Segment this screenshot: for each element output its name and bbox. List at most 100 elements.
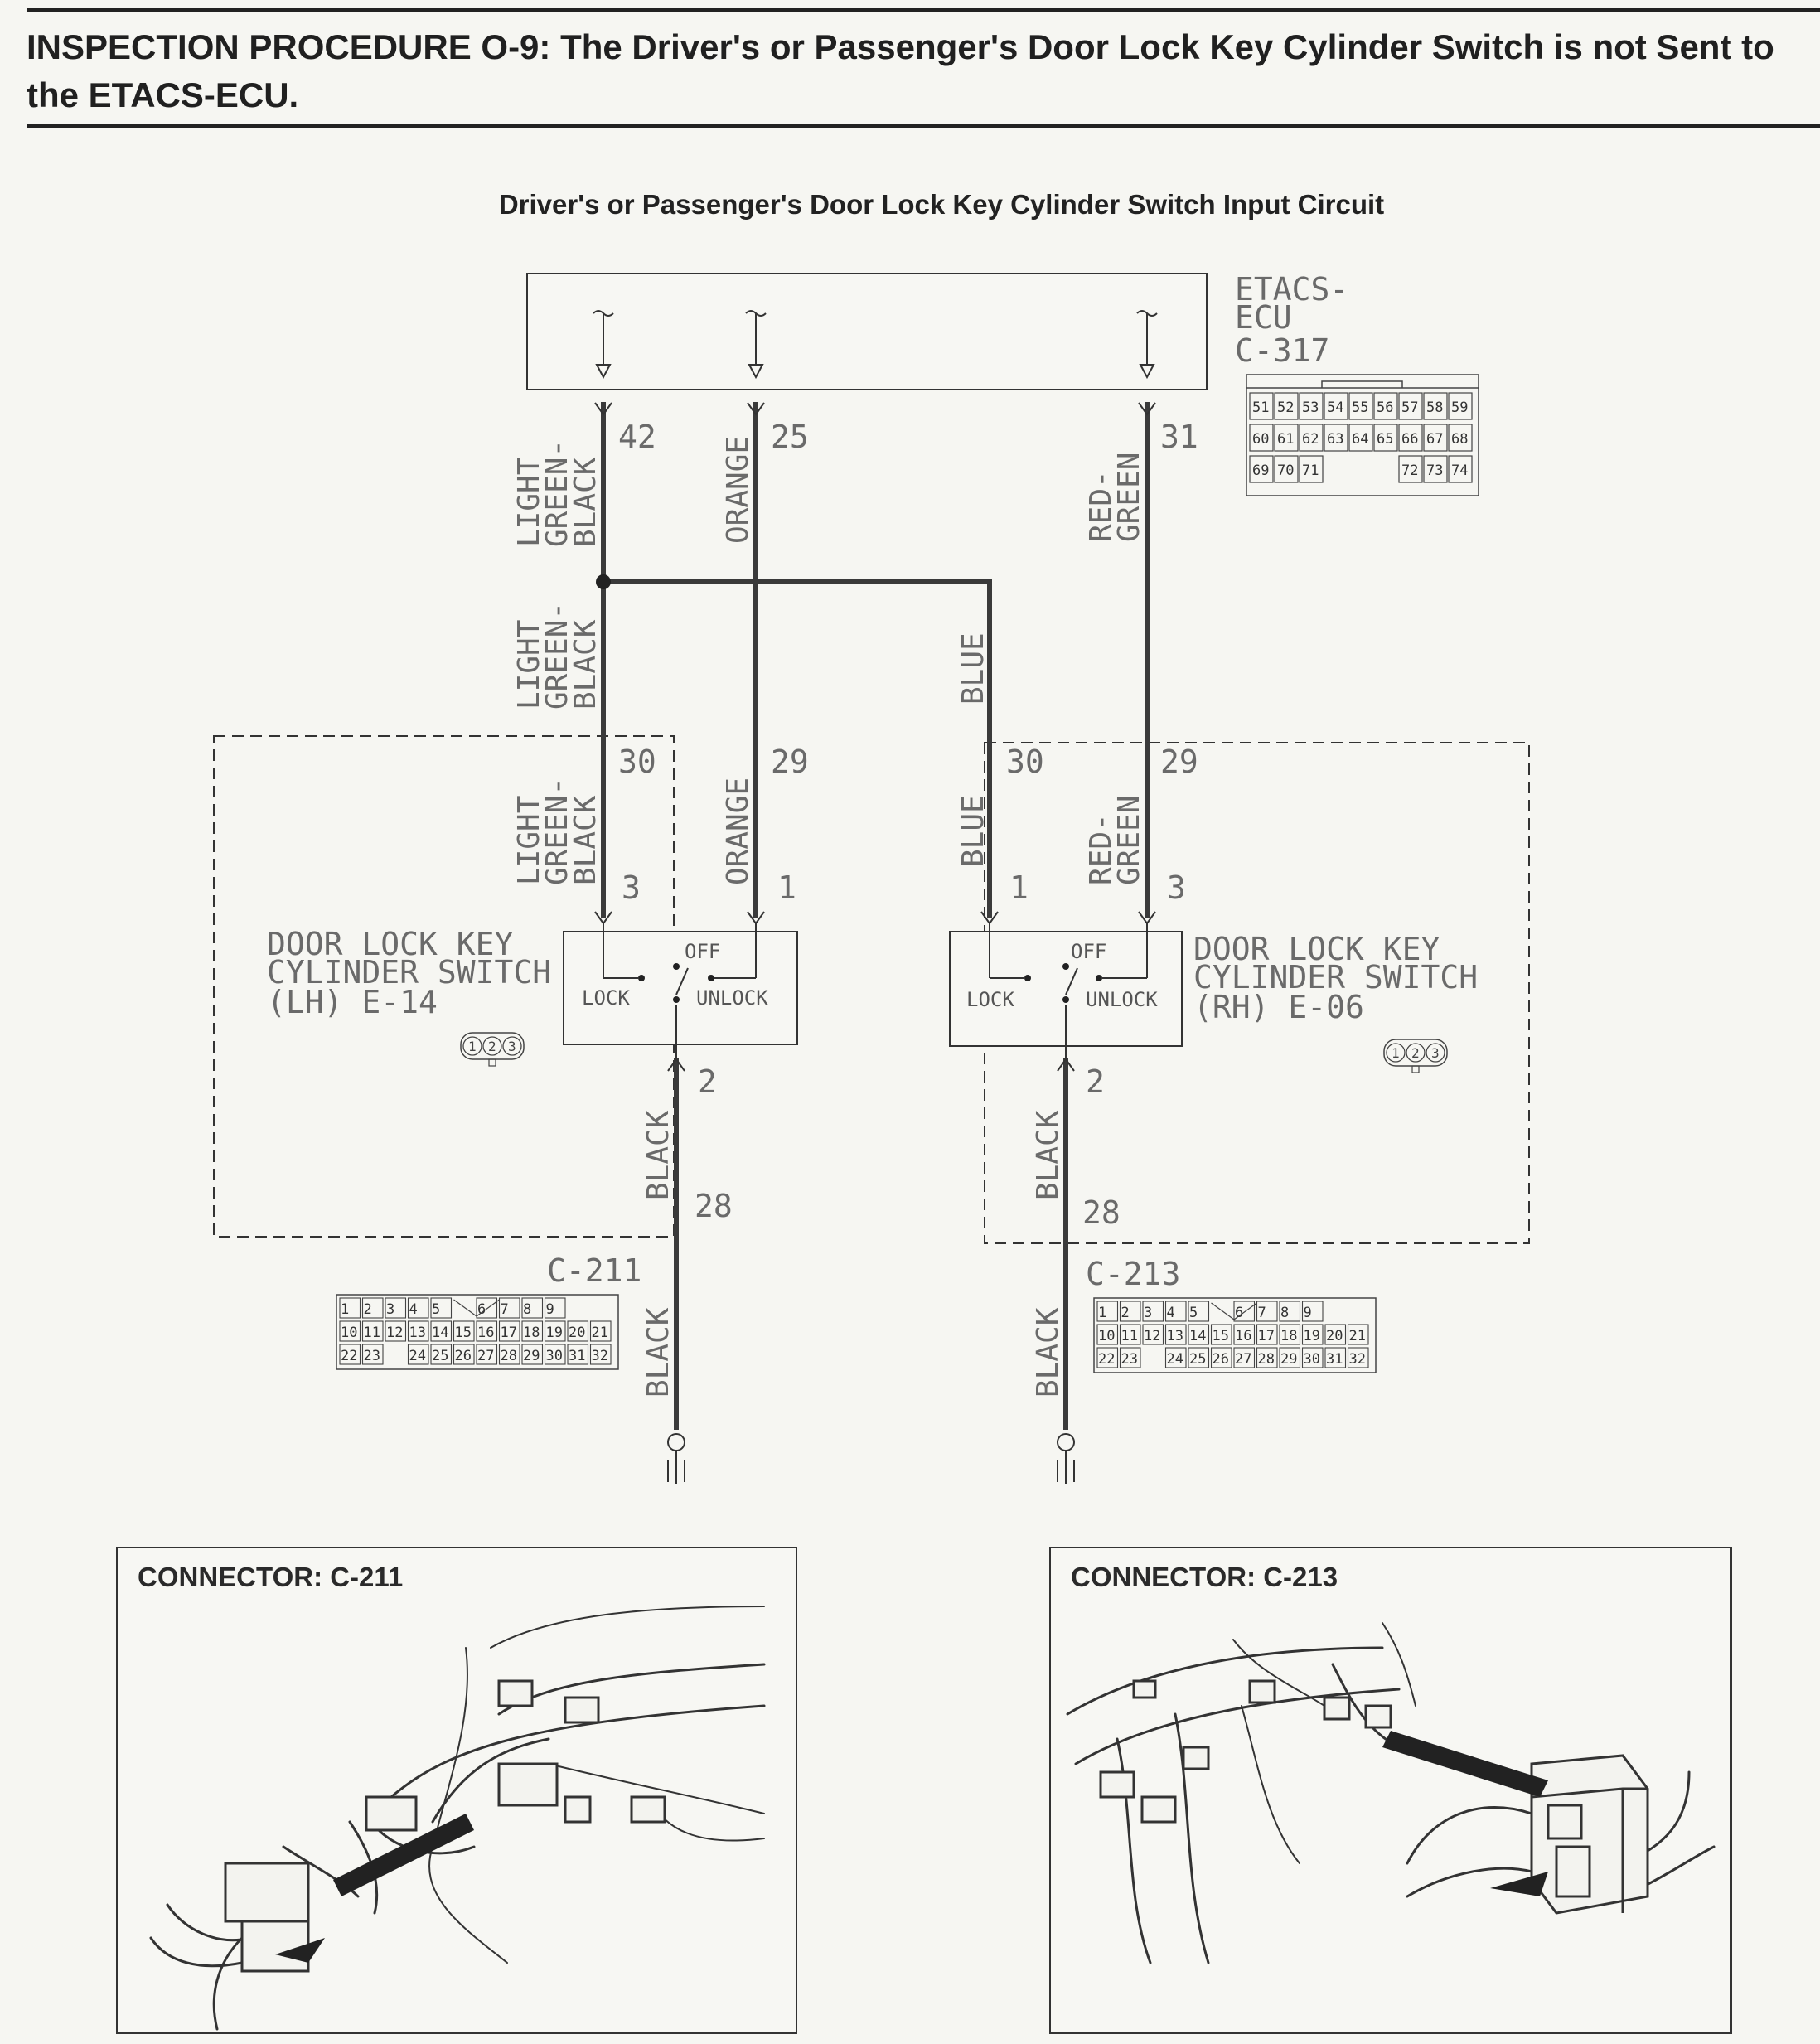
ecu-label-line2: ECU	[1235, 299, 1292, 336]
c211-pin-number: 3	[386, 1301, 394, 1318]
c211-pin-cell	[407, 1344, 429, 1365]
pin-lh-sw-3: 3	[622, 869, 641, 906]
c213-pin-number: 10	[1098, 1328, 1115, 1344]
c213-pin-number: 26	[1213, 1351, 1229, 1368]
c213-pin-number: 3	[1144, 1305, 1152, 1321]
c213-pin-cell	[1119, 1301, 1141, 1322]
connector-panel-c213: CONNECTOR: C-213	[1049, 1547, 1732, 2034]
ecu-label-line1: ETACS-	[1235, 271, 1348, 308]
c211-pin-number: 2	[364, 1301, 372, 1318]
c213-pin-cell	[1119, 1324, 1141, 1345]
ecu-pin-number: 67	[1426, 431, 1443, 448]
connector-panel-c211: CONNECTOR: C-211	[116, 1547, 797, 2034]
c211-pin-number: 12	[386, 1325, 403, 1341]
ecu-pin-number: 69	[1252, 463, 1269, 479]
c213-pin-cell	[1324, 1324, 1347, 1345]
ecu-pin-number: 58	[1426, 400, 1443, 416]
c213-pin-cell	[1301, 1347, 1324, 1368]
c211-pin-cell	[430, 1297, 453, 1319]
lh-switch-label-line3: (LH) E-14	[267, 984, 438, 1020]
rh-switch-icon-pin-number: 2	[1411, 1045, 1420, 1061]
c211-pin-cell	[339, 1297, 361, 1319]
c213-pin-number: 17	[1258, 1328, 1275, 1344]
rh-door-area	[984, 742, 1530, 1244]
pointer-arrow	[1490, 1872, 1548, 1896]
c213-pin-number: 20	[1326, 1328, 1343, 1344]
c213-pin-number: 24	[1167, 1351, 1183, 1368]
ecu-pin-cell	[1373, 392, 1398, 420]
c213-pin-cell	[1233, 1324, 1256, 1345]
ecu-pin-cell	[1299, 455, 1324, 483]
label-lgb-door: LIGHT GREEN- BLACK	[512, 777, 603, 885]
c211-pin-number: 9	[546, 1301, 554, 1318]
c211-pin-number: 17	[501, 1325, 517, 1341]
c211-pin-number: 30	[546, 1348, 563, 1364]
c213-pin-cell	[1233, 1301, 1256, 1322]
c213-pin-cell	[1210, 1347, 1232, 1368]
c211-label: C-211	[547, 1252, 641, 1289]
c211-pin-number: 28	[501, 1348, 517, 1364]
c211-pin-number: 5	[432, 1301, 440, 1318]
c211-pin-cell	[498, 1320, 520, 1342]
c211-pin-cell	[430, 1344, 453, 1365]
c213-pin-number: 19	[1304, 1328, 1320, 1344]
c211-pin-number: 13	[409, 1325, 426, 1341]
pin-rh-sw-2: 2	[1086, 1063, 1105, 1100]
ecu-pin-cell	[1274, 424, 1299, 452]
rh-switch-icon-pin	[1426, 1043, 1445, 1063]
c211-pin-number: 19	[546, 1325, 563, 1341]
lh-switch-lock: LOCK	[582, 986, 630, 1010]
c213-pin-number: 9	[1304, 1305, 1312, 1321]
c213-pin-number: 11	[1121, 1328, 1138, 1344]
circuit-title: Driver's or Passenger's Door Lock Key Cy…	[498, 189, 1385, 220]
svg-text:BLACK: BLACK	[569, 619, 603, 710]
rh-switch-unlock: UNLOCK	[1086, 988, 1158, 1011]
c213-pin-cell	[1210, 1324, 1232, 1345]
ecu-pin-cell	[1373, 424, 1398, 452]
ecu-pin-cell	[1324, 392, 1348, 420]
c211-pin-number: 11	[364, 1325, 380, 1341]
c211-pin-number: 31	[569, 1348, 585, 1364]
pin-lh-28: 28	[695, 1188, 733, 1224]
ecu-pin-number: 65	[1377, 431, 1393, 448]
ecu-pin-cell	[1348, 392, 1373, 420]
c211-pin-number: 29	[523, 1348, 540, 1364]
c213-pin-cell	[1301, 1301, 1324, 1322]
c211-pin-cell	[361, 1297, 384, 1319]
svg-text:BLACK: BLACK	[569, 795, 603, 885]
label-black-rh-lower: BLACK	[1031, 1307, 1065, 1397]
etacs-ecu-box	[526, 273, 1208, 390]
c211-pin-cell	[476, 1297, 498, 1319]
c211-pin-number: 8	[523, 1301, 531, 1318]
label-black-lh-upper: BLACK	[641, 1110, 675, 1200]
c213-pin-cell	[1096, 1347, 1119, 1368]
lh-switch-unlock: UNLOCK	[696, 986, 768, 1010]
ecu-pin-number: 71	[1302, 463, 1319, 479]
rh-switch-label-line2: CYLINDER SWITCH	[1193, 959, 1478, 995]
c211-pin-number: 27	[477, 1348, 494, 1364]
c213-pin-cell	[1119, 1347, 1141, 1368]
rh-switch-lock: LOCK	[966, 988, 1014, 1011]
label-orange-door: ORANGE	[721, 777, 755, 885]
ecu-pin-cell	[1299, 392, 1324, 420]
c213-pin-number: 7	[1258, 1305, 1266, 1321]
label-lgb-mid: LIGHT GREEN- BLACK	[512, 602, 603, 710]
c213-pin-number: 22	[1098, 1351, 1115, 1368]
rh-switch-label-line1: DOOR LOCK KEY	[1193, 931, 1440, 967]
pointer-wedge	[1382, 1731, 1548, 1797]
c211-pin-number: 26	[455, 1348, 472, 1364]
pin-lh-29: 29	[771, 743, 809, 780]
c213-pin-cell	[1256, 1301, 1278, 1322]
ecu-pin-cell	[1299, 424, 1324, 452]
ecu-pin-number: 64	[1352, 431, 1368, 448]
c213-pin-number: 32	[1349, 1351, 1366, 1368]
c213-pin-cell	[1324, 1347, 1347, 1368]
c211-pin-number: 18	[523, 1325, 540, 1341]
c211-pin-number: 16	[477, 1325, 494, 1341]
c213-location-illustration	[1066, 1622, 1716, 1964]
c211-connector-outline	[336, 1294, 619, 1370]
lh-switch-icon-pin	[482, 1036, 502, 1056]
c211-pin-number: 10	[341, 1325, 357, 1341]
ecu-pin-cell	[1249, 392, 1274, 420]
